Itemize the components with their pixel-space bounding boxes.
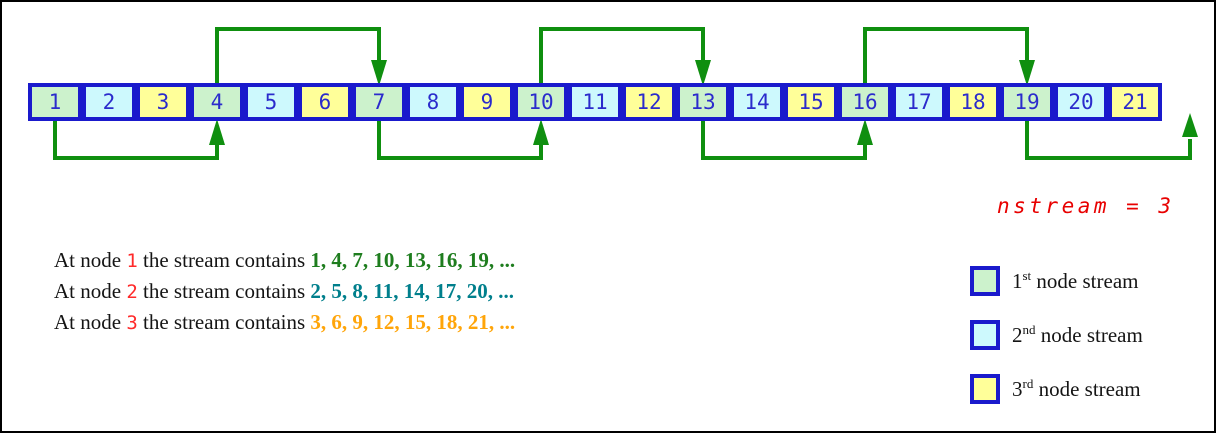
arrow-line-below-7-10	[377, 115, 543, 160]
arrow-line-above-16-19	[863, 27, 1029, 86]
legend-ordinal-number: 3	[1012, 377, 1023, 401]
node-cell-14: 14	[730, 83, 784, 121]
node-cell-5: 5	[244, 83, 298, 121]
sentence-node-number: 2	[126, 281, 138, 303]
legend-ordinal-suffix: st	[1022, 268, 1032, 283]
node-cell-2: 2	[82, 83, 136, 121]
sentence-prefix: At node	[54, 248, 122, 272]
sentence-middle: the stream contains	[143, 279, 306, 303]
legend-ordinal-number: 2	[1012, 323, 1023, 347]
arrowhead-down-icon-7	[371, 60, 387, 86]
legend-item-2: 2nd node stream	[970, 320, 1143, 350]
node-cell-3: 3	[136, 83, 190, 121]
stream-sentence-3: At node 3 the stream contains 3, 6, 9, 1…	[54, 307, 515, 338]
arrowhead-up-icon-continuation	[1182, 113, 1198, 137]
arrow-line-continuation	[1025, 115, 1192, 160]
stream-sentence-1: At node 1 the stream contains 1, 4, 7, 1…	[54, 245, 515, 276]
arrow-line-above-10-13	[539, 27, 705, 86]
node-cell-16: 16	[838, 83, 892, 121]
legend-ordinal-suffix: nd	[1022, 322, 1036, 337]
node-cell-7: 7	[352, 83, 406, 121]
legend-label-1: 1st node stream	[1012, 268, 1138, 294]
sentence-middle: the stream contains	[143, 248, 306, 272]
legend-swatch-1	[970, 266, 1000, 296]
legend-text: node stream	[1035, 323, 1143, 347]
node-cell-10: 10	[514, 83, 568, 121]
legend-swatch-3	[970, 374, 1000, 404]
sentence-node-number: 1	[126, 250, 138, 272]
sentence-values: 3, 6, 9, 12, 15, 18, 21, ...	[310, 310, 516, 334]
node-cell-9: 9	[460, 83, 514, 121]
node-cell-11: 11	[568, 83, 622, 121]
node-cell-8: 8	[406, 83, 460, 121]
arrowhead-up-icon-4	[209, 119, 225, 145]
node-cell-4: 4	[190, 83, 244, 121]
legend-item-3: 3rd node stream	[970, 374, 1141, 404]
sentence-node-number: 3	[126, 312, 138, 334]
node-cell-21: 21	[1108, 83, 1162, 121]
arrow-line-below-13-16	[701, 115, 867, 160]
sentence-values: 2, 5, 8, 11, 14, 17, 20, ...	[310, 279, 514, 303]
node-cell-1: 1	[28, 83, 82, 121]
legend-ordinal-suffix: rd	[1022, 376, 1034, 391]
node-cell-20: 20	[1054, 83, 1108, 121]
node-cell-19: 19	[1000, 83, 1054, 121]
legend-text: node stream	[1031, 269, 1139, 293]
node-cell-6: 6	[298, 83, 352, 121]
node-cell-18: 18	[946, 83, 1000, 121]
legend-ordinal-number: 1	[1012, 269, 1023, 293]
legend-label-3: 3rd node stream	[1012, 376, 1141, 402]
stream-sentence-2: At node 2 the stream contains 2, 5, 8, 1…	[54, 276, 515, 307]
legend-text: node stream	[1033, 377, 1141, 401]
node-cell-13: 13	[676, 83, 730, 121]
stream-sentences: At node 1 the stream contains 1, 4, 7, 1…	[54, 245, 515, 338]
sentence-prefix: At node	[54, 310, 122, 334]
sentence-prefix: At node	[54, 279, 122, 303]
arrowhead-up-icon-16	[857, 119, 873, 145]
legend-label-2: 2nd node stream	[1012, 322, 1143, 348]
arrow-line-above-4-7	[215, 27, 381, 86]
arrowhead-up-icon-10	[533, 119, 549, 145]
node-cell-15: 15	[784, 83, 838, 121]
nstream-label: nstream = 3	[997, 194, 1175, 218]
node-cell-17: 17	[892, 83, 946, 121]
legend-swatch-2	[970, 320, 1000, 350]
arrow-line-below-1-4	[53, 115, 219, 160]
arrowhead-down-icon-19	[1019, 60, 1035, 86]
sentence-values: 1, 4, 7, 10, 13, 16, 19, ...	[310, 248, 516, 272]
legend-item-1: 1st node stream	[970, 266, 1138, 296]
arrowhead-down-icon-13	[695, 60, 711, 86]
sentence-middle: the stream contains	[143, 310, 306, 334]
node-cell-12: 12	[622, 83, 676, 121]
